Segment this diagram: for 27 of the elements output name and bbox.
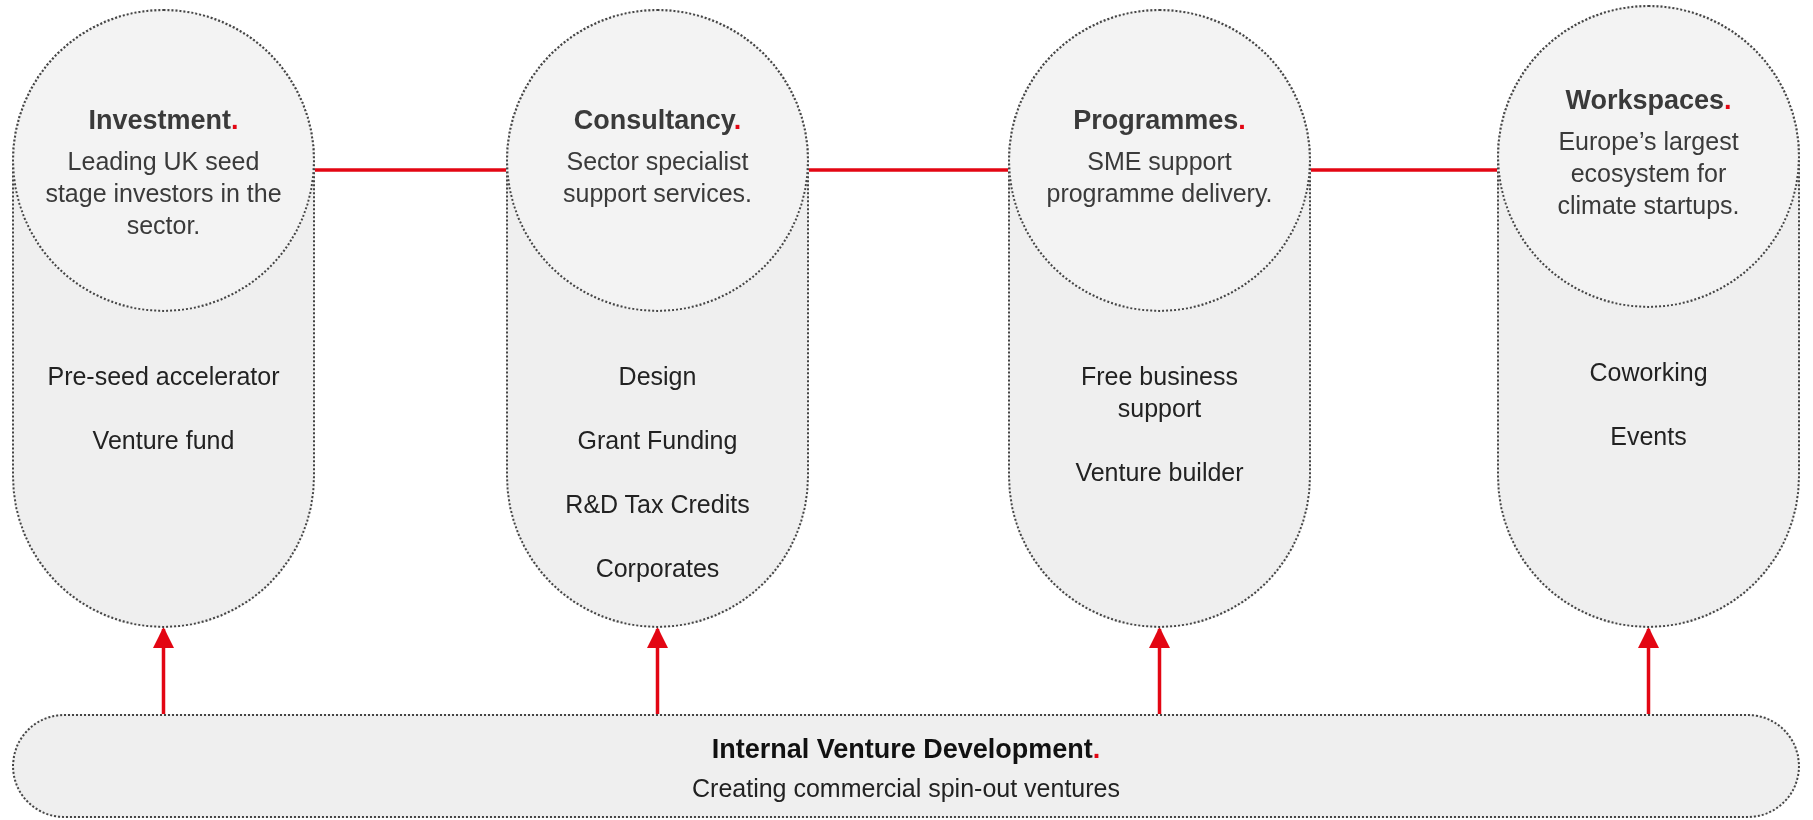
service-item: Pre-seed accelerator xyxy=(46,361,281,392)
arrow xyxy=(647,626,668,714)
service-item: Venture builder xyxy=(1074,457,1245,488)
connector-line xyxy=(314,168,507,172)
arrow xyxy=(1149,626,1170,714)
description: Europe’s largest ecosystem for climate startups. xyxy=(1556,126,1741,221)
service-item: Coworking xyxy=(1588,357,1709,388)
description: Leading UK seed stage investors in the sector. xyxy=(44,146,283,241)
service-item: Grant Funding xyxy=(576,425,739,456)
heading: Internal Venture Development. xyxy=(710,734,1102,765)
arrow xyxy=(1638,626,1659,714)
connector-line xyxy=(808,168,1009,172)
service-item: Free business support xyxy=(1080,361,1239,424)
description: Sector specialist support services. xyxy=(562,146,753,209)
service-item: Events xyxy=(1609,421,1688,452)
description: SME support programme delivery. xyxy=(1045,146,1274,209)
description: Creating commercial spin-out ventures xyxy=(691,774,1121,803)
service-item: Corporates xyxy=(594,553,721,584)
service-item: R&D Tax Credits xyxy=(564,489,751,520)
connector-line xyxy=(1310,168,1498,172)
heading: Consultancy. xyxy=(572,105,743,136)
arrow xyxy=(153,626,174,714)
heading: Workspaces. xyxy=(1564,85,1733,116)
service-item: Venture fund xyxy=(91,425,236,456)
service-item: Design xyxy=(617,361,698,392)
heading: Programmes. xyxy=(1072,105,1247,136)
heading: Investment. xyxy=(87,105,240,136)
